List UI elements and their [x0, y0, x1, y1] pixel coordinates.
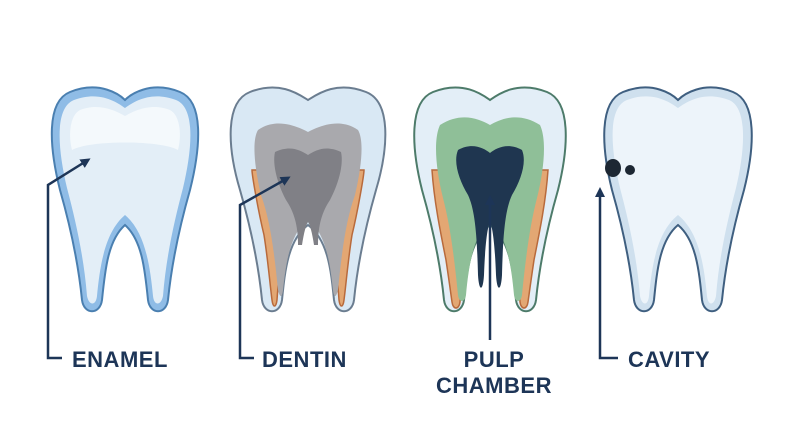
- enamel-tooth-body: [59, 96, 191, 304]
- dentin-label: DENTIN: [262, 347, 347, 372]
- cavity-label: CAVITY: [628, 347, 711, 372]
- cavity-pointer-arrow: [595, 187, 618, 360]
- cavity-spot-large: [605, 159, 621, 177]
- tooth-cavity: [603, 86, 753, 313]
- pulp-label-line1: PULP: [463, 347, 525, 372]
- enamel-pointer-arrow: [46, 158, 91, 360]
- dentin-pointer-arrow: [238, 176, 291, 360]
- tooth-dentin: [229, 86, 387, 313]
- cavity-tooth-body: [612, 96, 744, 304]
- cavity-spot-small: [625, 165, 635, 175]
- enamel-label: ENAMEL: [72, 347, 168, 372]
- tooth-enamel: [50, 86, 200, 313]
- pulp-label-line2: CHAMBER: [436, 373, 552, 398]
- pulp-chamber-label: PULP CHAMBER: [424, 347, 564, 399]
- dentin-inner-layer: [274, 148, 342, 245]
- enamel-crown-highlight: [70, 106, 180, 150]
